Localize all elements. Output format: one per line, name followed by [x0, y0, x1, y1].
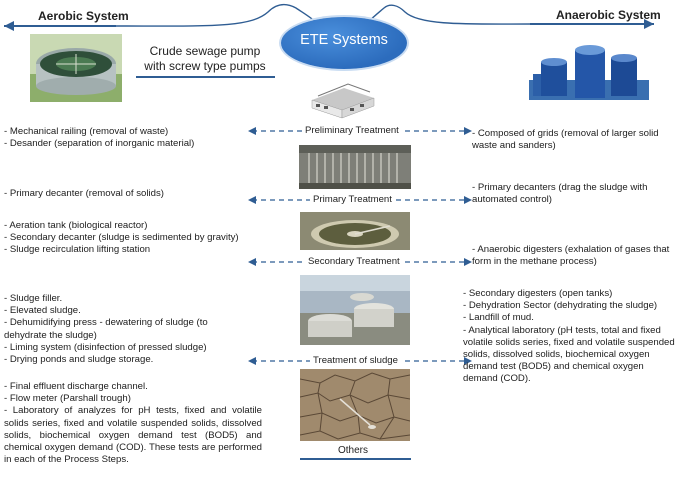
aerobic-preliminary-list: - Mechanical railing (removal of waste) … — [4, 126, 244, 150]
list-item: - Analytical laboratory (pH tests, total… — [463, 324, 675, 385]
list-item: - Sludge filler. — [4, 293, 63, 304]
list-item: - Secondary digesters (open tanks) — [463, 288, 613, 299]
stage-secondary: Secondary Treatment — [305, 256, 403, 267]
secondary-tanks-photo — [300, 275, 410, 345]
center-title: ETE Systems — [300, 32, 388, 48]
building-image — [304, 74, 380, 120]
list-item: - Primary decanter (removal of solids) — [4, 188, 164, 199]
anaerobic-preliminary-list: - Composed of grids (removal of larger s… — [472, 128, 677, 152]
anaerobic-primary-list: - Primary decanters (drag the sludge wit… — [472, 182, 677, 206]
list-item: - Drying ponds and sludge storage. — [4, 354, 154, 366]
list-item: - Laboratory of analyzes for pH tests, f… — [4, 405, 262, 466]
list-item: - Final effluent discharge channel. — [4, 381, 148, 392]
list-item: - Mechanical railing (removal of waste) — [4, 126, 169, 137]
pump-caption: Crude sewage pump with screw type pumps — [144, 44, 266, 73]
anaerobic-tanks-image — [523, 36, 655, 104]
list-item: - Landfill of mud. — [463, 312, 534, 324]
anaerobic-secondary-list: - Anaerobic digesters (exhalation of gas… — [472, 244, 677, 268]
list-item: - Secondary decanter (sludge is sediment… — [4, 232, 239, 244]
list-item: - Anaerobic digesters (exhalation of gas… — [472, 244, 670, 268]
dried-sludge-photo — [300, 369, 410, 441]
aerobic-tank-image — [30, 34, 122, 102]
aerobic-sludge-list: - Sludge filler. - Elevated sludge. - De… — [4, 293, 244, 366]
stage-sludge: Treatment of sludge — [310, 355, 401, 366]
list-item: - Primary decanters (drag the sludge wit… — [472, 182, 648, 206]
stage-others: Others — [338, 445, 369, 456]
anaerobic-underline — [530, 23, 654, 25]
list-item: - Sludge recirculation lifting station — [4, 244, 151, 256]
ete-systems-ellipse: ETE Systems — [281, 17, 407, 69]
grids-photo — [299, 145, 411, 189]
list-item: - Dehydration Sector (dehydrating the sl… — [463, 300, 658, 312]
aerobic-others-list: - Final effluent discharge channel. - Fl… — [4, 381, 262, 466]
decanter-photo — [300, 212, 410, 250]
others-underline — [300, 458, 411, 460]
aerobic-secondary-list: - Aeration tank (biological reactor) - S… — [4, 220, 244, 257]
list-item: - Elevated sludge. — [4, 305, 81, 317]
list-item: - Liming system (disinfection of pressed… — [4, 341, 207, 353]
stage-preliminary: Preliminary Treatment — [302, 125, 402, 136]
aerobic-underline — [4, 25, 116, 27]
list-item: - Flow meter (Parshall trough) — [4, 393, 131, 405]
list-item: - Dehumidifying press - dewatering of sl… — [4, 317, 208, 341]
aerobic-title: Aerobic System — [38, 9, 129, 23]
list-item: - Composed of grids (removal of larger s… — [472, 128, 659, 152]
aerobic-primary-list: - Primary decanter (removal of solids) — [4, 188, 244, 200]
pump-caption-underline — [136, 76, 275, 78]
list-item: - Desander (separation of inorganic mate… — [4, 138, 195, 150]
stage-primary: Primary Treatment — [310, 194, 395, 205]
anaerobic-sludge-list: - Secondary digesters (open tanks) - Deh… — [463, 288, 681, 386]
list-item: - Aeration tank (biological reactor) — [4, 220, 148, 231]
anaerobic-title: Anaerobic System — [556, 8, 661, 22]
